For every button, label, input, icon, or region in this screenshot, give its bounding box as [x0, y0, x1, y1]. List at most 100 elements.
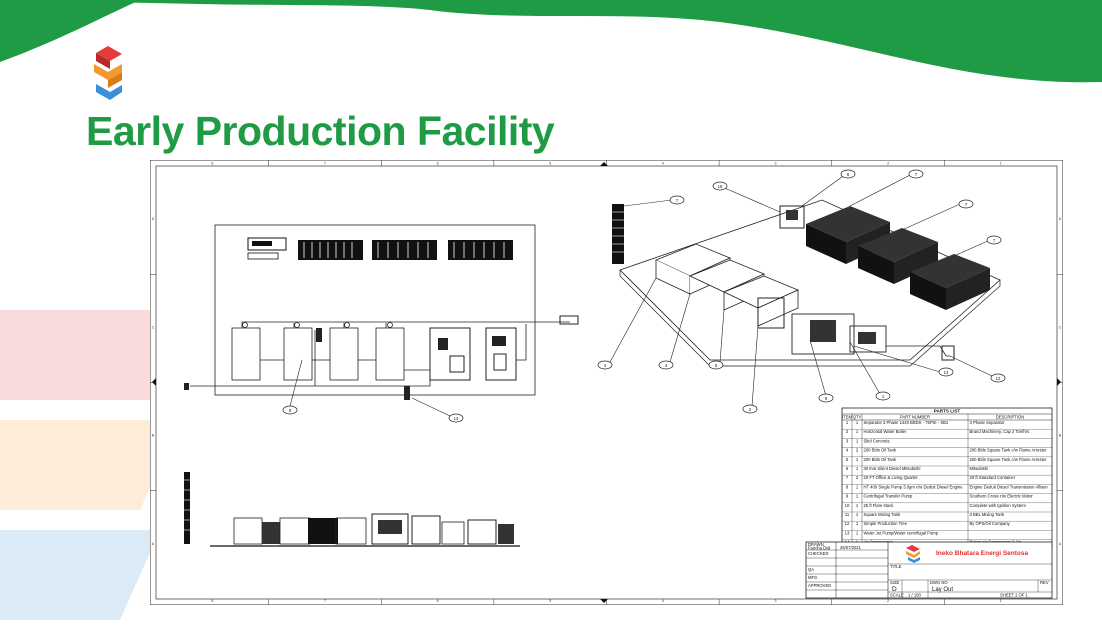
parts-list-cell: 1 — [856, 512, 859, 517]
parts-list-cell: 12 — [845, 521, 850, 526]
parts-list-cell: 1 — [856, 503, 859, 508]
parts-list-cell: 1 — [856, 466, 859, 471]
rev-label: REV — [1040, 580, 1049, 585]
isometric-view: 7 4 4 5 6 2 1 12 13 15 6 — [597, 169, 1006, 414]
iso-balloons: 7 4 4 5 6 2 1 12 13 15 6 — [597, 169, 1006, 414]
zone-row-label: B — [1059, 434, 1062, 438]
parts-list-cell: Mitsubishi — [970, 466, 989, 471]
zone-column-label: 1 — [1000, 162, 1002, 166]
balloon-label: 8 — [289, 408, 292, 413]
zone-row-label: C — [1059, 325, 1062, 329]
parts-list-cell: Simple Production Tree — [864, 521, 908, 526]
parts-list-cell: 2 — [856, 448, 859, 453]
parts-list-cell: 13 — [845, 530, 850, 535]
parts-list-cell: 1 — [856, 521, 859, 526]
parts-list-cell: Centrifugal Transfer Pump — [864, 494, 914, 499]
parts-list-cell: 1 — [856, 438, 859, 443]
parts-list-cell: 4 — [846, 448, 849, 453]
header-wave-decoration — [0, 0, 1102, 83]
centering-mark-icon — [600, 162, 608, 166]
parts-list-cell: By OPS/Oil Company — [970, 521, 1011, 526]
zone-column-label: 2 — [887, 599, 889, 603]
parts-list-cell: Complete with Ignition System — [970, 503, 1027, 508]
parts-list-cell: 25 ft Flare stack — [864, 503, 895, 508]
parts-list-cell: Water Jet Pump/Water centrifugal Pump — [864, 530, 939, 535]
balloon-label: 4 — [665, 363, 668, 368]
title-block-logo-icon — [906, 545, 920, 563]
zone-column-label: 5 — [549, 162, 551, 166]
zone-row-label: D — [152, 217, 155, 221]
parts-list-header: DESCRIPTION — [996, 415, 1025, 420]
zone-column-label: 6 — [437, 599, 439, 603]
balloon-label: 2 — [749, 407, 752, 412]
zone-column-label: 6 — [437, 162, 439, 166]
balloon-label: 7 — [965, 202, 968, 207]
zone-row-label: D — [1059, 217, 1062, 221]
approved-label: APPROVED — [808, 583, 831, 588]
parts-list-cell: Skid Concrete — [864, 438, 891, 443]
zone-column-label: 5 — [549, 599, 551, 603]
qa-label: QA — [808, 567, 814, 572]
mfg-label: MFG — [808, 575, 817, 580]
zone-column-label: 3 — [774, 162, 776, 166]
title-block: DRAWN Fancha Didi 26/07/2021 CHECKED QA … — [805, 541, 1053, 599]
parts-list-cell: 20 ft Standard Container — [970, 475, 1016, 480]
zone-row-label: A — [152, 542, 155, 546]
centering-mark-icon — [152, 378, 156, 386]
parts-list-cell: Separator 3 Phase 1440 BBDS - 75PSI - SB… — [864, 420, 949, 425]
parts-list-cell: 2 — [856, 475, 859, 480]
parts-list-cell: 8 — [846, 484, 849, 489]
parts-list-cell: 1 — [846, 420, 849, 425]
parts-list-cell: 200 Bbls Oil Tank — [864, 448, 897, 453]
title-label: TITLE — [890, 564, 902, 569]
size-value: D — [892, 586, 897, 593]
balloon-label: 1 — [882, 394, 885, 399]
zone-row-label: A — [1059, 542, 1062, 546]
balloon-label: 13 — [944, 370, 949, 375]
zone-column-label: 8 — [211, 599, 213, 603]
zone-column-label: 7 — [324, 599, 326, 603]
company-logo-icon — [94, 46, 122, 100]
zone-column-label: 8 — [211, 162, 213, 166]
centering-mark-icon — [1057, 378, 1061, 386]
parts-list-cell: 1 — [856, 457, 859, 462]
parts-list-cell: 5 — [846, 457, 849, 462]
parts-list-cell: 200 Bbls Square Tank c/w Flame Arrester — [970, 448, 1048, 453]
size-label: SIZE — [890, 580, 900, 585]
parts-list-cell: Square Mixing Tank — [864, 512, 902, 517]
zone-column-label: 4 — [662, 599, 664, 603]
drawn-by: Fancha Didi — [808, 546, 830, 551]
parts-list-cell: 200 Bbls Square Tank c/w Flame Arrester — [970, 457, 1048, 462]
parts-list-cell: 11 — [845, 512, 850, 517]
balloon-label: 7 — [915, 172, 918, 177]
balloon-label: 13 — [454, 416, 459, 421]
parts-list-cell: 1 — [856, 494, 859, 499]
parts-list-cell: 1 — [856, 429, 859, 434]
parts-list-cell: 2 — [846, 429, 849, 434]
parts-list-cell: 20 FT Office & Living Quarter — [864, 475, 919, 480]
balloon-label: 7 — [676, 198, 679, 203]
parts-list-cell: 1 — [856, 420, 859, 425]
parts-list-cell: Southern Cross c/w Electric Motor — [970, 494, 1034, 499]
parts-list-cell: Horizontal Water Boiler — [864, 429, 908, 434]
balloon-label: 15 — [718, 184, 723, 189]
zone-column-label: 2 — [887, 162, 889, 166]
zone-column-label: 3 — [774, 599, 776, 603]
parts-list-title: PARTS LIST — [934, 409, 961, 414]
parts-list-header: ITEM — [842, 415, 853, 420]
balloon-label: 7 — [993, 238, 996, 243]
slide-title: Early Production Facility — [86, 108, 555, 154]
zone-column-label: 7 — [324, 162, 326, 166]
parts-list-cell: 200 Bbls Oil Tank — [864, 457, 897, 462]
balloon-label: 6 — [825, 396, 828, 401]
parts-list-cell: 9 — [846, 494, 849, 499]
parts-list-cell: 10 — [845, 503, 850, 508]
parts-list-header: QTY — [853, 415, 862, 420]
centering-mark-icon — [600, 599, 608, 603]
parts-list-cell: Brand Machinery, Cap 2 Ton/hrs — [970, 429, 1030, 434]
parts-list-header: PART NUMBER — [900, 415, 930, 420]
